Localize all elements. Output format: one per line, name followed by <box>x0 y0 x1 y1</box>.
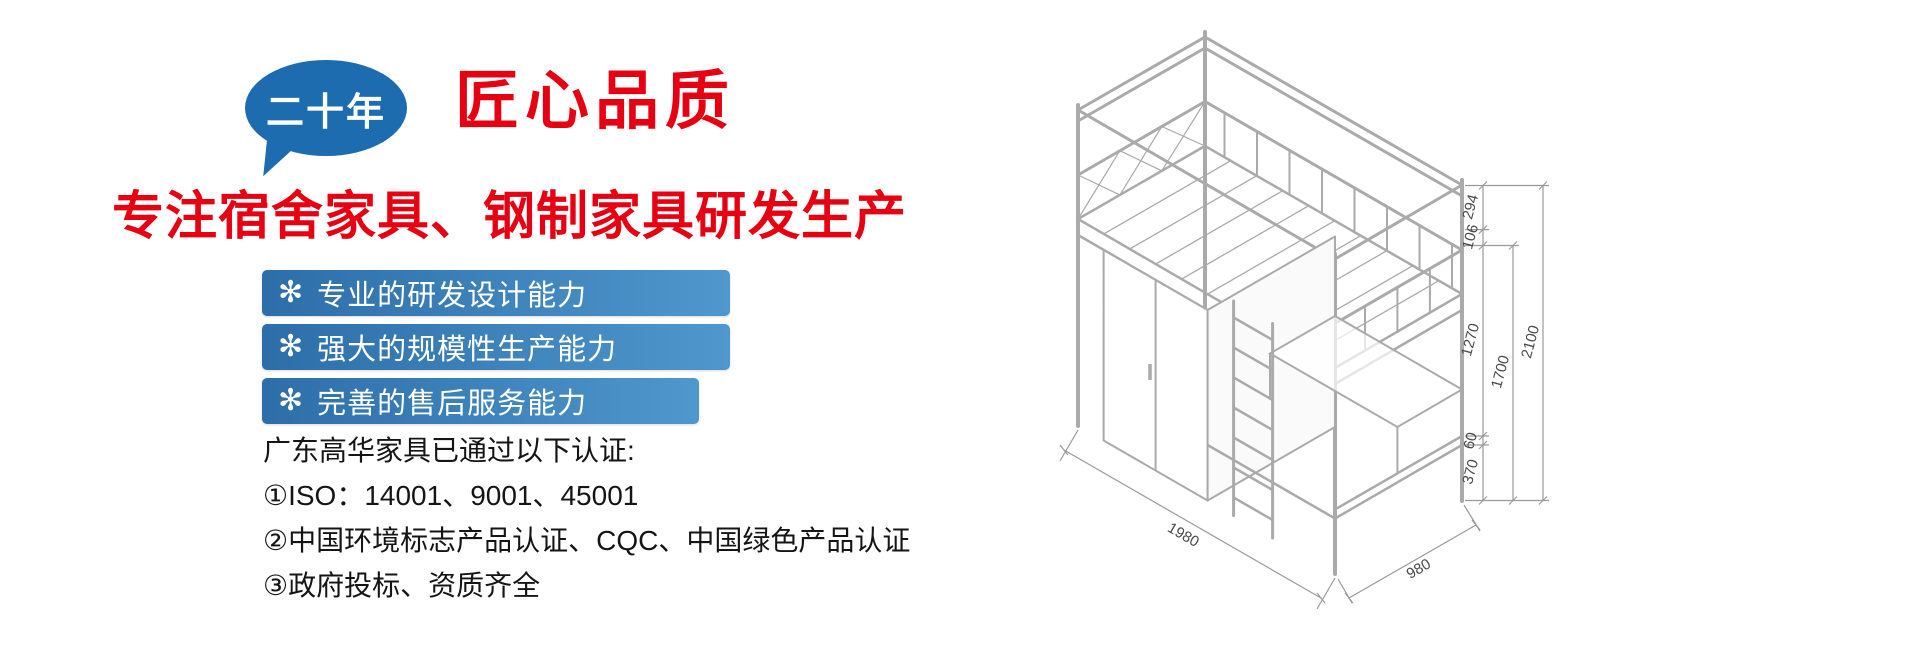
back-guardrail <box>1204 100 1463 289</box>
flower-icon: ✻ <box>278 276 304 309</box>
feature-bar-service: ✻ 完善的售后服务能力 <box>262 378 699 424</box>
dim-label-370: 370 <box>1459 458 1482 487</box>
dimension-lines <box>1059 181 1549 610</box>
feature-label: 完善的售后服务能力 <box>317 388 588 420</box>
dim-label-106: 106 <box>1459 223 1482 252</box>
desk <box>1267 314 1464 474</box>
subheadline: 专注宿舍家具、钢制家具研发生产 <box>112 188 908 246</box>
feature-label: 专业的研发设计能力 <box>317 280 588 312</box>
dim-label-1980: 1980 <box>1165 519 1202 550</box>
certifications-block: 广东高华家具已通过以下认证: ①ISO：14001、9001、45001 ②中国… <box>263 428 910 608</box>
feature-bar-production: ✻ 强大的规模性生产能力 <box>262 324 730 370</box>
certification-item: ①ISO：14001、9001、45001 <box>263 480 639 511</box>
dim-label-294: 294 <box>1459 193 1482 222</box>
flower-icon: ✻ <box>278 330 304 363</box>
feature-label: 强大的规模性生产能力 <box>317 334 618 366</box>
dim-label-60: 60 <box>1460 431 1481 452</box>
feature-bar-design: ✻ 专业的研发设计能力 <box>262 270 730 316</box>
certifications-intro: 广东高华家具已通过以下认证: <box>263 435 635 466</box>
ladder <box>1232 299 1275 540</box>
years-speech-bubble: 二十年 <box>245 60 407 156</box>
top-frame <box>1076 35 1464 261</box>
dim-label-980: 980 <box>1404 555 1434 582</box>
loft-bed-technical-drawing: 294 106 1270 60 370 1700 2100 1980 980 <box>1059 30 1549 610</box>
years-text: 二十年 <box>265 91 386 134</box>
flower-icon: ✻ <box>278 384 304 417</box>
headline: 匠心品质 <box>455 65 735 137</box>
foot-guardrail <box>1334 248 1463 351</box>
certification-item: ③政府投标、资质齐全 <box>263 570 541 601</box>
head-mesh-panel <box>1077 100 1206 220</box>
dim-label-2100: 2100 <box>1518 324 1543 361</box>
certification-item: ②中国环境标志产品认证、CQC、中国绿色产品认证 <box>263 525 911 556</box>
dim-label-1700: 1700 <box>1488 354 1513 391</box>
